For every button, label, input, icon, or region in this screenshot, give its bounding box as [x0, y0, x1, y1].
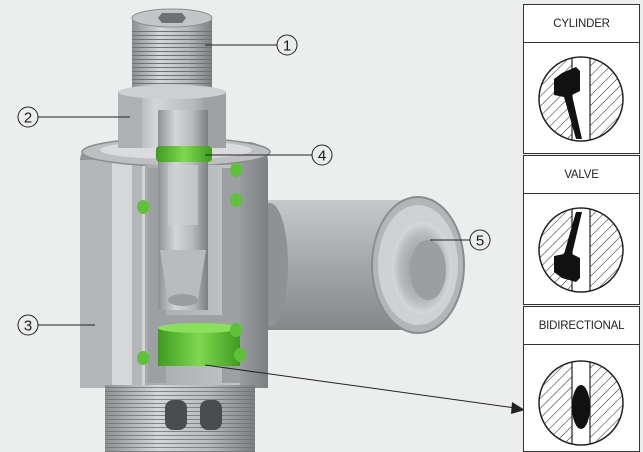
seal-panel-bidirectional: BIDIRECTIONAL: [523, 306, 640, 452]
callout-1: 1: [276, 34, 298, 56]
callout-5: 5: [469, 229, 491, 251]
svg-text:1: 1: [283, 38, 291, 55]
seal-panel-cylinder: CYLINDER: [523, 4, 640, 154]
leader-lines: [38, 44, 516, 409]
spindle-o-ring: [156, 146, 212, 162]
seal-panel-bidirectional-label: BIDIRECTIONAL: [524, 307, 639, 345]
valve-seal-icon: [538, 207, 624, 293]
seal-panel-valve: VALVE: [523, 155, 640, 305]
cylinder-seal-icon: [538, 56, 624, 142]
seal-panel-valve-label: VALVE: [524, 156, 639, 194]
callout-4: 4: [311, 144, 333, 166]
check-seal: [158, 315, 240, 366]
svg-text:5: 5: [476, 233, 484, 250]
arrow-head: [511, 402, 525, 414]
seal-panel-cylinder-label: CYLINDER: [524, 5, 639, 43]
callout-3: 3: [17, 314, 39, 336]
callout-2: 2: [17, 106, 39, 128]
svg-text:2: 2: [24, 110, 32, 127]
o-ring-dots: [137, 163, 246, 365]
bottom-thread: [105, 385, 255, 452]
bidirectional-seal-icon: [538, 360, 624, 446]
side-push-fitting: [248, 196, 465, 334]
svg-text:4: 4: [318, 148, 326, 165]
svg-text:3: 3: [24, 318, 32, 335]
needle-spindle: [158, 110, 208, 310]
